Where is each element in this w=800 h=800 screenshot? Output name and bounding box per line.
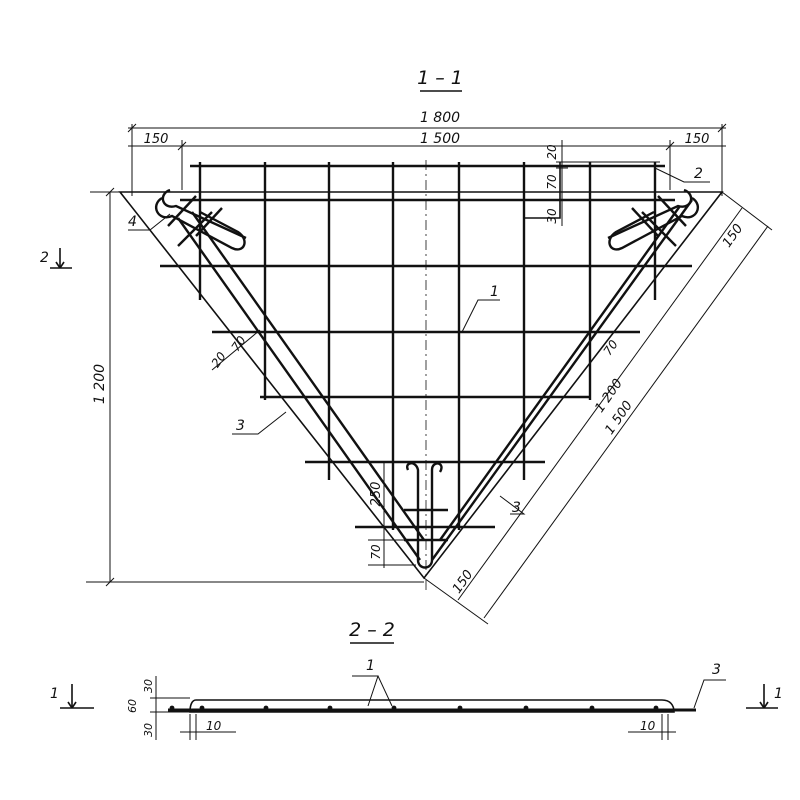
profile-10-left-label: 10 xyxy=(206,719,222,733)
profile-60-label: 60 xyxy=(126,699,139,713)
dim-30-label: 30 xyxy=(545,208,559,224)
profile-slab xyxy=(189,699,675,713)
dim-bottom-150-label: 150 xyxy=(450,568,477,597)
section-marker-1-left-label: 1 xyxy=(50,686,59,702)
dim-250-label: 250 xyxy=(369,482,384,507)
section-2-2-profile: 2 – 2 1 3 xyxy=(50,619,783,740)
section-marker-1-right: 1 xyxy=(746,684,783,709)
dim-bottom-small: 250 70 xyxy=(368,462,416,568)
profile-30-top-label: 30 xyxy=(142,679,155,693)
section-marker-1-left: 1 xyxy=(50,684,94,709)
lifting-loop-left xyxy=(155,188,247,251)
section-1-1-title: 1 – 1 xyxy=(417,67,463,89)
slab-outline xyxy=(118,191,724,580)
dim-side-incline: 150 1 200 1 500 150 xyxy=(423,191,773,625)
dim-top-gaps: 20 70 30 xyxy=(545,140,660,226)
profile-30-bottom-label: 30 xyxy=(142,723,155,737)
pos-4-label: 4 xyxy=(128,214,137,230)
leader-pos-3-left: 3 xyxy=(232,411,287,435)
inclined-edge-bars xyxy=(177,199,693,561)
dim-height: 1 200 xyxy=(86,187,424,587)
dim-right-70-label: 70 xyxy=(601,337,621,358)
pos-1-plan-label: 1 xyxy=(490,284,499,300)
dim-side-150-label: 150 xyxy=(720,222,747,251)
dim-overall-width: 1 800 xyxy=(127,110,727,196)
lifting-loop-bottom xyxy=(404,462,448,569)
section-1-1-plan: 1 – 1 xyxy=(40,67,773,625)
pos-2-label: 2 xyxy=(694,166,703,182)
section-marker-2-label: 2 xyxy=(40,250,49,266)
dim-1800-label: 1 800 xyxy=(420,110,460,126)
pos-3-profile-label: 3 xyxy=(712,662,721,678)
profile-vertical-dims: 30 60 30 xyxy=(126,676,190,740)
section-2-2-title: 2 – 2 xyxy=(349,619,395,641)
dim-inner-width: 1 500 150 150 xyxy=(128,131,726,190)
leader-pos-1: 1 xyxy=(461,284,500,333)
pos-3-right-label: 3 xyxy=(512,500,521,516)
leader-profile-pos-3: 3 xyxy=(693,662,726,709)
dim-20-label: 20 xyxy=(545,144,559,160)
dim-150-left-label: 150 xyxy=(144,132,169,147)
lifting-loop-right xyxy=(607,188,699,251)
pos-1-profile-label: 1 xyxy=(366,658,375,674)
dim-150-right-label: 150 xyxy=(685,132,710,147)
leader-pos-2: 2 xyxy=(654,166,710,183)
profile-horizontal-dims: 10 10 xyxy=(180,714,676,740)
dim-1200-label: 1 200 xyxy=(92,364,108,404)
section-marker-2: 2 xyxy=(40,248,72,269)
profile-bar-dots xyxy=(169,705,659,711)
leader-pos-4: 4 xyxy=(128,213,171,231)
pos-3-left-label: 3 xyxy=(236,418,245,434)
profile-10-right-label: 10 xyxy=(640,719,656,733)
leader-pos-3-right: 3 xyxy=(499,495,526,516)
dim-left-20-label: 20 xyxy=(209,349,229,370)
dim-1500-label: 1 500 xyxy=(420,131,460,147)
leader-profile-pos-1: 1 xyxy=(352,658,393,707)
dim-70-label: 70 xyxy=(545,174,559,190)
section-marker-1-right-label: 1 xyxy=(774,686,783,702)
dim-bottom-70-label: 70 xyxy=(369,544,383,560)
